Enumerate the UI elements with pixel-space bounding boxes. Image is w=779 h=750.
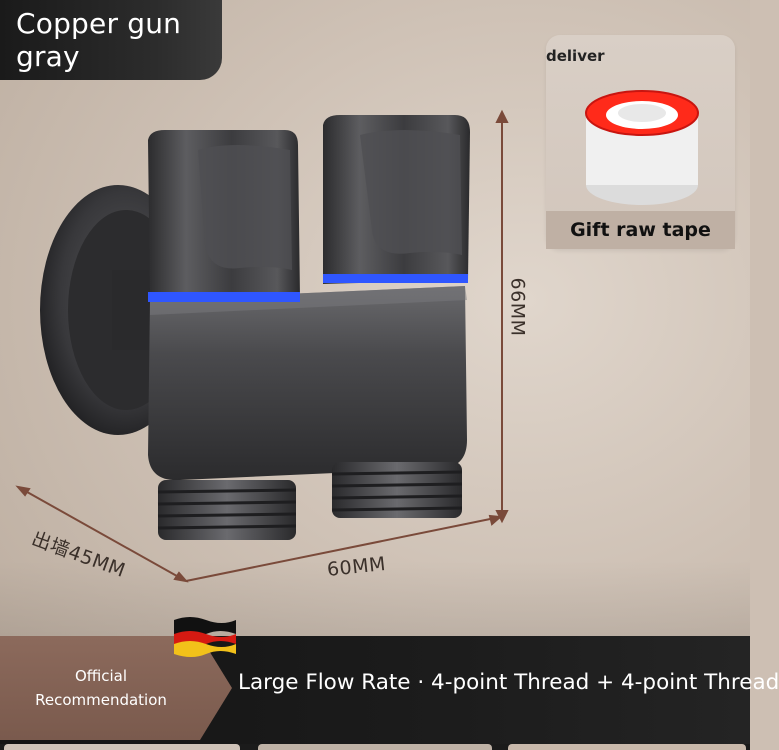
gift-caption: Gift raw tape (546, 211, 735, 249)
variant-color-tag: Copper gun gray (0, 0, 222, 80)
left-blue-ring (148, 292, 300, 302)
official-recommendation-badge: Official Recommendation (0, 636, 232, 740)
left-outlet-thread (157, 480, 297, 540)
gift-tape-card: deliver Gift raw tape (546, 35, 735, 249)
thumbnail-1[interactable] (4, 744, 240, 750)
raw-tape-image (585, 90, 699, 205)
valve-body (148, 286, 467, 481)
thumbnail-3[interactable] (508, 744, 746, 750)
right-outlet-thread (331, 462, 463, 518)
dimension-lines (15, 109, 509, 583)
germany-flag-icon (174, 617, 236, 657)
deliver-label: deliver (546, 47, 605, 65)
badge-line-2: Recommendation (35, 691, 167, 709)
badge-line-1: Official (74, 667, 128, 685)
thumbnail-2[interactable] (258, 744, 492, 750)
height-dimension-label: 66MM (506, 277, 529, 337)
right-handle (323, 115, 470, 284)
background-shadow (0, 560, 750, 640)
width-dimension-line (185, 516, 501, 582)
banner-headline: Large Flow Rate · 4-point Thread + 4-poi… (238, 670, 779, 695)
depth-dimension-line (19, 487, 185, 581)
angle-valve-illustration (15, 109, 509, 583)
right-blue-ring (323, 274, 468, 283)
left-handle (148, 130, 300, 302)
variant-label: Copper gun gray (16, 7, 182, 73)
